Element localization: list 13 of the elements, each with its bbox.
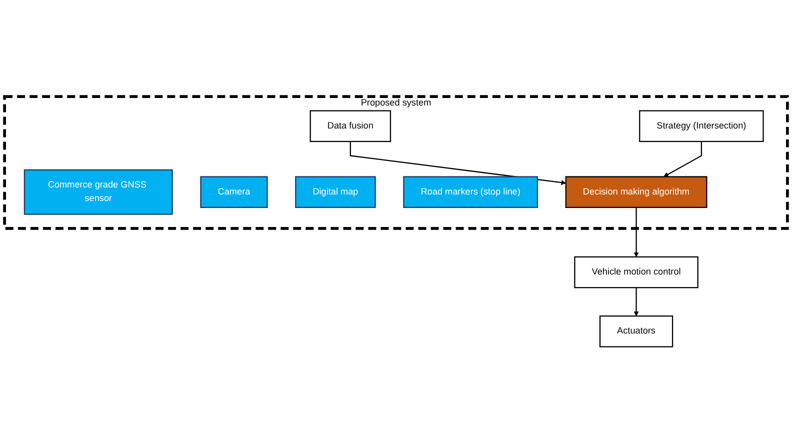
node-box: Digital map — [295, 176, 376, 208]
arrow — [664, 141, 702, 177]
arrow — [350, 141, 566, 185]
node-box: Strategy (Intersection) — [639, 110, 764, 142]
node-box: Actuators — [599, 315, 674, 348]
node-box: Commerce grade GNSS sensor — [24, 169, 173, 215]
arrow — [634, 287, 639, 316]
node-box: Data fusion — [310, 110, 392, 142]
arrow — [634, 207, 639, 257]
node-box: Road markers (stop line) — [403, 176, 538, 208]
node-box: Vehicle motion control — [574, 256, 698, 288]
node-box: Decision making algorithm — [565, 176, 708, 208]
node-box: Camera — [200, 176, 268, 208]
